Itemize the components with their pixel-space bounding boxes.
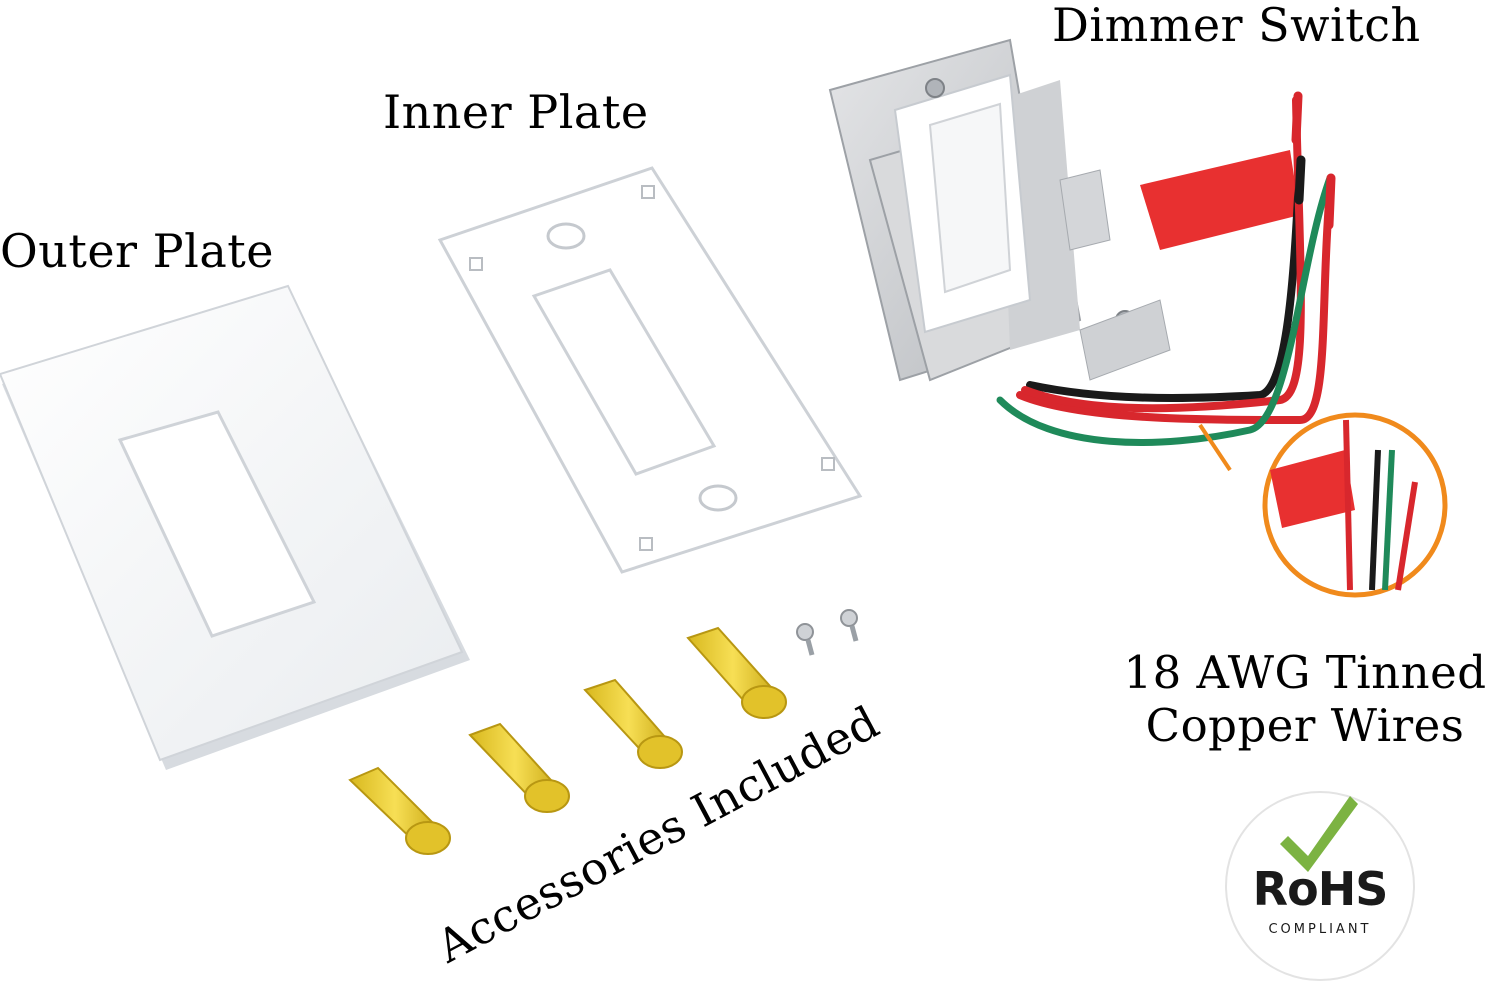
wires-label-line1: 18 AWG Tinned — [1123, 646, 1487, 699]
wires-label: 18 AWG Tinned Copper Wires — [1110, 646, 1500, 752]
inner-plate — [437, 166, 863, 574]
wire-nut-2 — [468, 722, 570, 813]
wire-nut-1 — [348, 766, 451, 855]
outer-plate-label: Outer Plate — [0, 224, 274, 278]
screw-2 — [840, 609, 859, 642]
lead-wires — [996, 91, 1336, 446]
wire-nut-3 — [583, 678, 683, 769]
dimmer-switch — [828, 38, 1171, 382]
wire-callout — [1198, 412, 1448, 598]
dimmer-switch-label: Dimmer Switch — [1052, 0, 1421, 52]
rohs-badge-subtitle: COMPLIANT — [1268, 922, 1372, 937]
outer-plate — [0, 284, 470, 770]
screw-1 — [796, 623, 815, 656]
rohs-badge-title: RoHS — [1252, 862, 1389, 916]
wire-nut-4 — [686, 626, 787, 719]
rohs-badge: RoHS COMPLIANT — [1224, 790, 1416, 982]
warning-tag — [1140, 150, 1300, 250]
inner-plate-label: Inner Plate — [383, 85, 649, 139]
checkmark-icon — [1280, 796, 1358, 872]
wires-label-line2: Copper Wires — [1145, 699, 1465, 753]
